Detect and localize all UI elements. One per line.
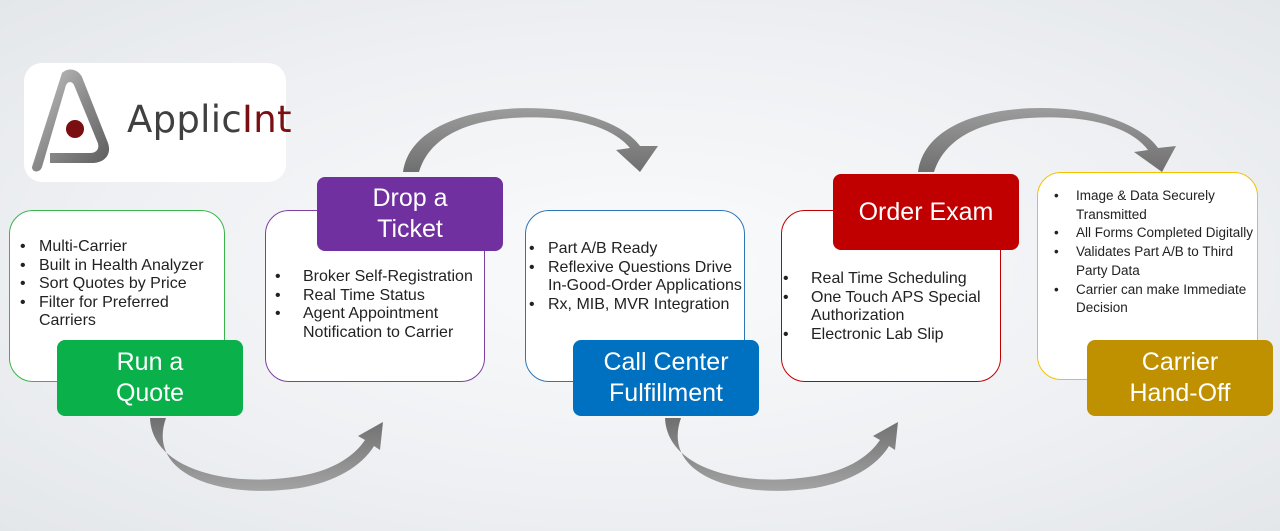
list-item: Filter for Preferred Carriers (20, 294, 224, 331)
step-card-run-a-quote: Multi-Carrier Built in Health Analyzer S… (9, 210, 225, 382)
list-item: Agent Appointment Notification to Carrie… (275, 305, 484, 342)
curved-arrow-top-2 (918, 108, 1176, 172)
list-item: All Forms Completed Digitally (1051, 224, 1257, 243)
list-item: Broker Self-Registration (275, 268, 484, 287)
curved-arrow-bottom-1 (150, 418, 383, 491)
list-item: Sort Quotes by Price (20, 275, 224, 294)
list-item: One Touch APS Special Authorization (783, 289, 1000, 326)
logo-wordmark: ApplicInt (127, 98, 292, 141)
curved-arrow-bottom-2 (665, 418, 898, 491)
list-item: Real Time Scheduling (783, 270, 1000, 289)
list-item: Reflexive Questions Drive In-Good-Order … (529, 259, 744, 296)
logo-mark-icon (32, 69, 110, 172)
step-items-list: Part A/B Ready Reflexive Questions Drive… (529, 240, 744, 314)
step-label-order-exam: Order Exam (833, 174, 1019, 250)
list-item: Part A/B Ready (529, 240, 744, 259)
list-item: Built in Health Analyzer (20, 257, 224, 276)
applicint-logo: ApplicInt (24, 63, 291, 182)
list-item: Multi-Carrier (20, 238, 224, 257)
curved-arrow-top-1 (403, 108, 658, 172)
list-item: Rx, MIB, MVR Integration (529, 296, 744, 315)
step-items-list: Real Time Scheduling One Touch APS Speci… (783, 270, 1000, 344)
step-items-list: Image & Data Securely Transmitted All Fo… (1051, 187, 1257, 318)
list-item: Real Time Status (275, 287, 484, 306)
step-items-list: Broker Self-Registration Real Time Statu… (275, 268, 484, 342)
list-item: Electronic Lab Slip (783, 326, 1000, 345)
list-item: Image & Data Securely Transmitted (1051, 187, 1257, 224)
step-items-list: Multi-Carrier Built in Health Analyzer S… (20, 238, 224, 331)
list-item: Carrier can make Immediate Decision (1051, 281, 1257, 318)
list-item: Validates Part A/B to Third Party Data (1051, 243, 1257, 280)
